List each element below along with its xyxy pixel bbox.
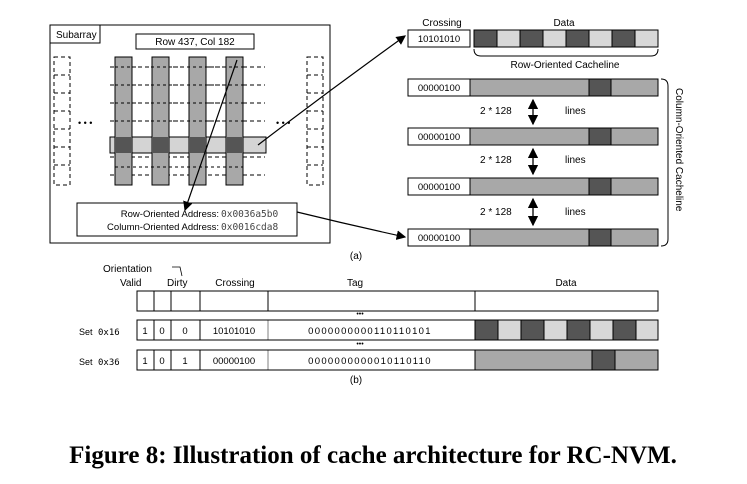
column-line-2: 00000100 <box>407 127 659 146</box>
dirty-bit: 0 <box>182 326 187 337</box>
data-header: Data <box>553 18 575 29</box>
table-row: Set 0x16 1 0 0 10101010 0000000000110110… <box>79 319 659 341</box>
row-address-label: Row-Oriented Address: <box>121 209 219 220</box>
dirty-bit: 1 <box>182 356 187 367</box>
crossing-column-header: Crossing <box>215 278 254 289</box>
crossing-header: Crossing <box>422 18 461 29</box>
valid-header: Valid <box>120 278 142 289</box>
gap-unit: lines <box>565 207 586 218</box>
crossing-bits: 10101010 <box>213 326 255 337</box>
tag-bits: 0000000000110110101 <box>308 326 432 337</box>
set-value: 0x16 <box>98 328 120 338</box>
tag-column-header: Tag <box>347 278 363 289</box>
row-data-blocks <box>474 319 659 341</box>
tag-bits: 0000000000010110110 <box>308 356 432 367</box>
set-label: Set <box>79 327 93 337</box>
row-cacheline: Crossing Data 10101010 Row-Oriented Cach… <box>407 18 659 71</box>
table-ellipsis: ••• <box>356 341 364 348</box>
valid-bit: 1 <box>142 326 147 337</box>
set-label: Set <box>79 357 93 367</box>
column-crossing-value: 00000100 <box>418 233 460 244</box>
ellipsis-left: • • • <box>78 118 92 128</box>
gap-label: 2 * 128 <box>480 207 512 218</box>
dirty-header: Dirty <box>167 278 188 289</box>
position-label-box <box>135 33 255 50</box>
position-label: Row 437, Col 182 <box>155 37 235 48</box>
row-data-segments <box>473 29 659 48</box>
orientation-header: Orientation <box>103 264 152 275</box>
gap-label: 2 * 128 <box>480 155 512 166</box>
gap-label: 2 * 128 <box>480 106 512 117</box>
column-line-1: 00000100 <box>407 78 659 97</box>
crossing-bits: 00000100 <box>213 356 255 367</box>
set-value: 0x36 <box>98 358 120 368</box>
subarray-panel: Subarray Row 437, Col 182 <box>49 24 331 244</box>
part-b-label: (b) <box>350 375 362 386</box>
column-cacheline: 00000100 00000100 00000100 00000100 <box>407 78 684 247</box>
valid-bit: 1 <box>142 356 147 367</box>
orientation-bit: 0 <box>159 326 164 337</box>
column-crossing-value: 00000100 <box>418 132 460 143</box>
column-data-highlight <box>591 349 616 371</box>
table-header-row <box>136 290 659 312</box>
subarray-arrows <box>183 35 407 240</box>
table-row: Set 0x36 1 0 1 00000100 0000000000010110… <box>79 349 659 371</box>
subarray-title-box <box>49 24 101 44</box>
subarray-side-columns <box>53 56 324 186</box>
column-data-block <box>474 349 659 371</box>
column-cacheline-caption: Column-Oriented Cacheline <box>673 88 684 212</box>
row-address-value: 0x0036a5b0 <box>221 209 278 220</box>
column-line-4: 00000100 <box>407 228 659 247</box>
subarray-columns <box>114 56 244 186</box>
ellipsis-right: • • • <box>276 118 290 128</box>
gap-unit: lines <box>565 106 586 117</box>
subarray-title: Subarray <box>56 30 97 41</box>
row-cacheline-caption: Row-Oriented Cacheline <box>511 60 620 71</box>
figure-caption: Figure 8: Illustration of cache architec… <box>69 442 677 469</box>
data-column-header: Data <box>555 278 577 289</box>
row-crossing-value: 10101010 <box>418 34 460 45</box>
column-line-3: 00000100 <box>407 177 659 196</box>
orientation-bit: 0 <box>159 356 164 367</box>
gap-unit: lines <box>565 155 586 166</box>
column-address-label: Column-Oriented Address: <box>107 222 219 233</box>
cache-table: Orientation Valid Dirty Crossing Tag Dat… <box>79 264 659 386</box>
table-ellipsis: ••• <box>356 311 364 318</box>
column-address-value: 0x0016cda8 <box>221 222 278 233</box>
column-crossing-value: 00000100 <box>418 83 460 94</box>
column-crossing-value: 00000100 <box>418 182 460 193</box>
part-a-label: (a) <box>350 251 362 262</box>
row-crossing-box <box>407 29 471 48</box>
